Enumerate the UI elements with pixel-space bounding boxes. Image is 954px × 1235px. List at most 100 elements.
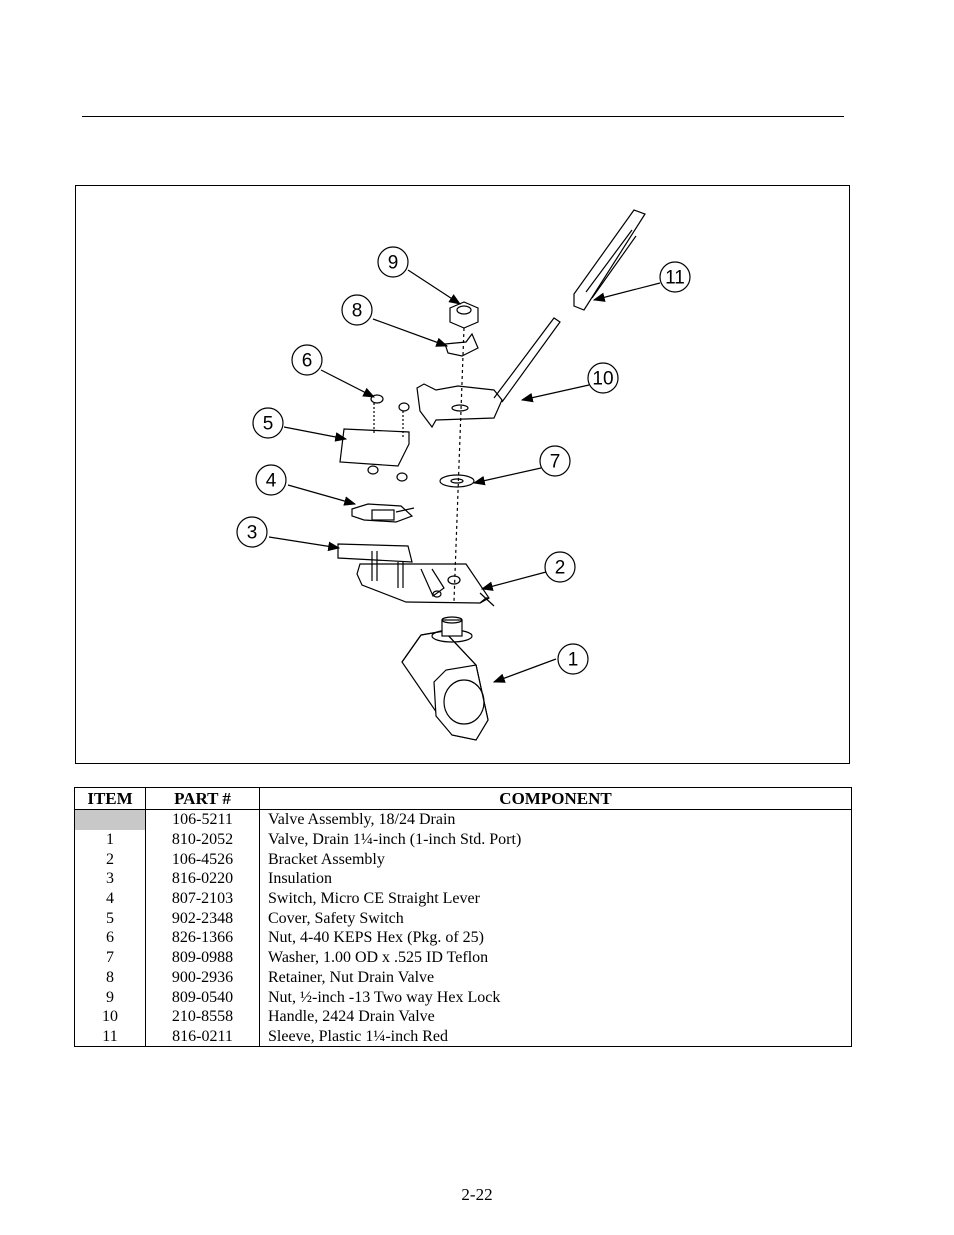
cell-item: 10 [74, 1006, 146, 1027]
washer-part [439, 474, 475, 488]
leader-1 [492, 658, 557, 683]
cell-item: 4 [74, 888, 146, 909]
callout-9: 9 [388, 253, 399, 274]
handle-part [416, 317, 561, 429]
cell-part-number: 809-0540 [145, 987, 260, 1007]
leader-4 [287, 484, 357, 506]
insulation-part [337, 543, 413, 563]
leader-6 [320, 369, 376, 398]
switch-cover-part [339, 428, 410, 467]
parts-list-table: ITEM PART # COMPONENT 106-5211 Valve Ass… [74, 787, 852, 1048]
table-row: 11 816-0211 Sleeve, Plastic 1¼-inch Red [74, 1026, 852, 1048]
cell-item: 7 [74, 947, 146, 968]
callout-circle-8 [341, 294, 373, 326]
cell-component: Handle, 2424 Drain Valve [259, 1006, 852, 1027]
cell-part-number: 809-0988 [145, 947, 260, 968]
table-row: 3 816-0220 Insulation [74, 869, 852, 889]
exploded-view-drawing: 1 2 3 4 5 6 7 8 9 10 11 [236, 209, 691, 741]
table-header-row: ITEM PART # COMPONENT [74, 787, 852, 810]
leader-11 [592, 282, 661, 302]
micro-switch-part [351, 503, 415, 523]
callout-circle-10 [587, 362, 619, 394]
cell-part-number: 106-4526 [145, 849, 260, 870]
table-row: 106-5211 Valve Assembly, 18/24 Drain [74, 809, 852, 830]
callout-8: 8 [352, 301, 363, 322]
hex-nut-part [449, 301, 479, 329]
callout-circle-6 [291, 344, 323, 376]
screws-and-nuts [367, 394, 410, 588]
cell-item: 11 [74, 1026, 146, 1048]
assembly-centerline [453, 327, 465, 602]
leader-9 [407, 269, 462, 305]
cell-component: Valve Assembly, 18/24 Drain [259, 809, 852, 830]
cell-part-number: 807-2103 [145, 888, 260, 909]
cell-component: Retainer, Nut Drain Valve [259, 967, 852, 988]
cell-component: Nut, ½-inch -13 Two way Hex Lock [259, 987, 852, 1007]
callout-circle-9 [377, 246, 409, 278]
cell-part-number: 106-5211 [145, 809, 260, 830]
header-item: ITEM [74, 787, 146, 810]
callout-circle-1 [557, 643, 589, 675]
cell-part-number: 826-1366 [145, 928, 260, 948]
callout-7: 7 [550, 452, 561, 473]
header-rule [82, 116, 844, 117]
cell-component: Sleeve, Plastic 1¼-inch Red [259, 1026, 852, 1048]
cell-item [74, 809, 146, 830]
leader-10 [520, 384, 590, 403]
cell-item: 8 [74, 967, 146, 988]
callout-2: 2 [555, 558, 566, 579]
leader-2 [480, 571, 547, 591]
cell-item: 5 [74, 908, 146, 929]
cell-component: Valve, Drain 1¼-inch (1-inch Std. Port) [259, 829, 852, 850]
cell-part-number: 210-8558 [145, 1006, 260, 1027]
exploded-view-figure: 1 2 3 4 5 6 7 8 9 10 11 [75, 185, 850, 764]
header-part-number: PART # [145, 787, 260, 810]
table-row: 6 826-1366 Nut, 4-40 KEPS Hex (Pkg. of 2… [74, 928, 852, 948]
cell-item: 3 [74, 869, 146, 889]
cell-component: Insulation [259, 869, 852, 889]
bracket-part [356, 563, 495, 607]
cell-component: Bracket Assembly [259, 849, 852, 870]
leader-8 [372, 318, 449, 347]
cell-part-number: 816-0211 [145, 1026, 260, 1048]
leader-5 [283, 426, 348, 442]
cell-item: 9 [74, 987, 146, 1007]
leader-3 [268, 536, 341, 552]
callout-11: 11 [665, 268, 685, 289]
cell-component: Nut, 4-40 KEPS Hex (Pkg. of 25) [259, 928, 852, 948]
table-row: 10 210-8558 Handle, 2424 Drain Valve [74, 1006, 852, 1027]
cell-component: Cover, Safety Switch [259, 908, 852, 929]
cell-item: 6 [74, 928, 146, 948]
callout-circle-5 [252, 407, 284, 439]
retainer-part [444, 332, 479, 357]
callout-circle-4 [255, 464, 287, 496]
cell-part-number: 902-2348 [145, 908, 260, 929]
leader-7 [472, 467, 542, 486]
callout-10: 10 [592, 369, 613, 390]
table-row: 5 902-2348 Cover, Safety Switch [74, 908, 852, 929]
callout-6: 6 [302, 351, 313, 372]
table-row: 4 807-2103 Switch, Micro CE Straight Lev… [74, 888, 852, 909]
callout-circle-11 [659, 261, 691, 293]
cell-part-number: 816-0220 [145, 869, 260, 889]
cell-part-number: 810-2052 [145, 829, 260, 850]
cell-item: 2 [74, 849, 146, 870]
cell-component: Washer, 1.00 OD x .525 ID Teflon [259, 947, 852, 968]
callout-circle-3 [236, 516, 268, 548]
table-row: 9 809-0540 Nut, ½-inch -13 Two way Hex L… [74, 987, 852, 1007]
callout-circle-2 [544, 551, 576, 583]
table-row: 2 106-4526 Bracket Assembly [74, 849, 852, 870]
sleeve-part [573, 209, 646, 311]
cell-item: 1 [74, 829, 146, 850]
callout-4: 4 [266, 471, 277, 492]
cell-component: Switch, Micro CE Straight Lever [259, 888, 852, 909]
cell-part-number: 900-2936 [145, 967, 260, 988]
callout-3: 3 [247, 523, 258, 544]
header-component: COMPONENT [259, 787, 852, 810]
callout-5: 5 [263, 414, 274, 435]
callout-circle-7 [539, 445, 571, 477]
table-row: 1 810-2052 Valve, Drain 1¼-inch (1-inch … [74, 829, 852, 850]
table-row: 7 809-0988 Washer, 1.00 OD x .525 ID Tef… [74, 947, 852, 968]
page-number: 2-22 [461, 1185, 493, 1204]
valve-body-part [401, 616, 489, 741]
